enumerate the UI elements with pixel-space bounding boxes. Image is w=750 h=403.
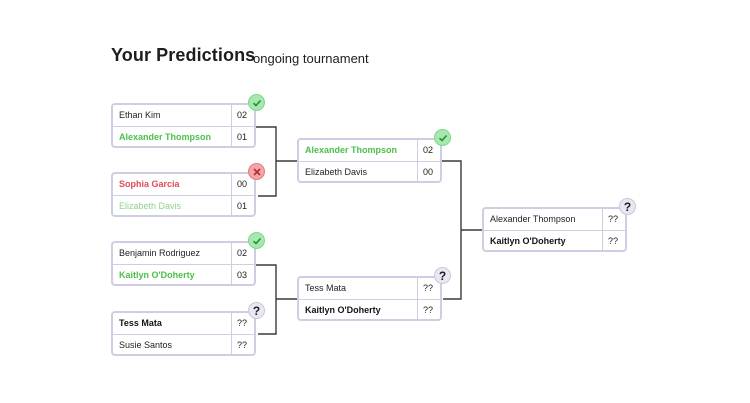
player-name: Alexander Thompson	[305, 145, 398, 155]
player-score: ??	[602, 209, 625, 230]
player-row[interactable]: Elizabeth Davis 01	[113, 196, 254, 217]
player-row[interactable]: Sophia Garcia 00	[113, 174, 254, 196]
player-row[interactable]: Alexander Thompson ??	[484, 209, 625, 231]
player-row[interactable]: Ethan Kim 02	[113, 105, 254, 127]
player-name: Tess Mata	[305, 283, 347, 293]
player-row[interactable]: Alexander Thompson 01	[113, 127, 254, 148]
player-name: Elizabeth Davis	[119, 201, 182, 211]
player-name: Sophia Garcia	[119, 179, 180, 189]
player-name: Tess Mata	[119, 318, 162, 328]
player-score: 02	[231, 243, 254, 264]
match-card-r1-3[interactable]: Benjamin Rodriguez 02 Kaitlyn O'Doherty …	[111, 241, 256, 286]
player-row[interactable]: Benjamin Rodriguez 02	[113, 243, 254, 265]
player-row[interactable]: Susie Santos ??	[113, 335, 254, 356]
player-name: Alexander Thompson	[119, 132, 212, 142]
player-row[interactable]: Kaitlyn O'Doherty ??	[484, 231, 625, 252]
question-icon: ?	[434, 267, 451, 284]
player-row[interactable]: Elizabeth Davis 00	[299, 162, 440, 183]
player-score: ??	[602, 231, 625, 252]
page-title: Your Predictions	[111, 45, 256, 65]
match-card-r2-1[interactable]: Alexander Thompson 02 Elizabeth Davis 00	[297, 138, 442, 183]
player-score: 01	[231, 127, 254, 148]
check-icon	[434, 129, 451, 146]
player-score: 01	[231, 196, 254, 217]
match-card-r1-2[interactable]: Sophia Garcia 00 Elizabeth Davis 01	[111, 172, 256, 217]
player-name: Benjamin Rodriguez	[119, 248, 201, 258]
page-subtitle: ongoing tournament	[253, 51, 369, 66]
check-icon	[248, 94, 265, 111]
player-row[interactable]: Kaitlyn O'Doherty 03	[113, 265, 254, 286]
player-name: Kaitlyn O'Doherty	[119, 270, 195, 280]
check-icon	[248, 232, 265, 249]
player-name: Elizabeth Davis	[305, 167, 368, 177]
player-score: ??	[231, 313, 254, 334]
player-row[interactable]: Tess Mata ??	[113, 313, 254, 335]
player-row[interactable]: Kaitlyn O'Doherty ??	[299, 300, 440, 321]
question-icon: ?	[248, 302, 265, 319]
question-icon: ?	[619, 198, 636, 215]
player-score: ??	[231, 335, 254, 356]
match-card-r1-1[interactable]: Ethan Kim 02 Alexander Thompson 01	[111, 103, 256, 148]
player-score: 00	[231, 174, 254, 195]
player-row[interactable]: Tess Mata ??	[299, 278, 440, 300]
player-score: ??	[417, 278, 440, 299]
player-score: 02	[231, 105, 254, 126]
player-score: 00	[417, 162, 440, 183]
player-score: 02	[417, 140, 440, 161]
player-name: Susie Santos	[119, 340, 173, 350]
player-score: 03	[231, 265, 254, 286]
player-score: ??	[417, 300, 440, 321]
match-card-r2-2[interactable]: Tess Mata ?? Kaitlyn O'Doherty ??	[297, 276, 442, 321]
player-name: Ethan Kim	[119, 110, 161, 120]
player-name: Alexander Thompson	[490, 214, 576, 224]
player-name: Kaitlyn O'Doherty	[490, 236, 566, 246]
player-row[interactable]: Alexander Thompson 02	[299, 140, 440, 162]
cross-icon	[248, 163, 265, 180]
match-card-r1-4[interactable]: Tess Mata ?? Susie Santos ??	[111, 311, 256, 356]
match-card-final[interactable]: Alexander Thompson ?? Kaitlyn O'Doherty …	[482, 207, 627, 252]
player-name: Kaitlyn O'Doherty	[305, 305, 381, 315]
